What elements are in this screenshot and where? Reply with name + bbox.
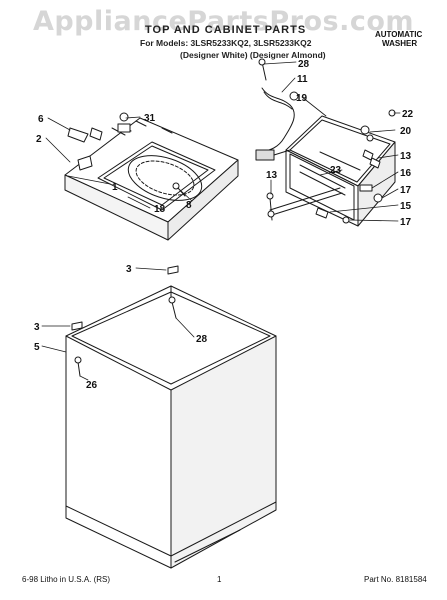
callout-15: 15 — [400, 201, 412, 212]
washer-cabinet — [65, 285, 277, 569]
product-type-line2: WASHER — [382, 39, 418, 48]
screw-top — [258, 58, 267, 81]
callout-17-upper: 17 — [400, 185, 412, 196]
footer-litho: 6-98 Litho in U.S.A. (RS) — [22, 575, 111, 584]
callout-13-left: 13 — [266, 170, 278, 181]
callout-16: 16 — [400, 168, 412, 179]
callout-3-lower: 3 — [34, 322, 40, 333]
callout-13-right: 13 — [400, 151, 412, 162]
callout-1: 1 — [112, 182, 118, 193]
product-type-line1: AUTOMATIC — [375, 30, 423, 39]
watermark: AppliancePartsPros.com — [32, 6, 415, 37]
callout-6: 6 — [38, 114, 44, 125]
hinge-hardware — [67, 112, 131, 171]
footer-page-number: 1 — [217, 575, 222, 584]
front-panel-screw — [74, 356, 82, 377]
callout-11: 11 — [297, 74, 308, 85]
callout-18: 18 — [154, 204, 166, 215]
lid-switch-harness — [255, 87, 299, 161]
model-numbers: For Models: 3LSR5233KQ2, 3LSR5233KQ2 — [140, 38, 312, 48]
callout-5: 5 — [34, 342, 40, 353]
callout-3-upper: 3 — [126, 264, 132, 275]
callout-19: 19 — [296, 93, 308, 104]
callout-20: 20 — [400, 126, 412, 137]
cabinet-clips — [71, 265, 179, 331]
callout-8: 8 — [186, 200, 192, 211]
diagram-title: TOP AND CABINET PARTS — [145, 24, 307, 36]
washer-top-panel — [64, 117, 239, 241]
lid-hardware — [266, 109, 396, 224]
model-variants: (Designer White) (Designer Almond) — [180, 50, 326, 60]
callout-22: 22 — [402, 109, 414, 120]
callout-23: 23 — [330, 165, 342, 176]
callout-17-lower: 17 — [400, 217, 412, 228]
footer-part-number: Part No. 8181584 — [364, 575, 427, 584]
callout-26: 26 — [86, 380, 98, 391]
callout-labels: 6 2 31 28 11 19 22 20 13 16 17 15 17 23 … — [34, 59, 414, 391]
callout-2: 2 — [36, 134, 42, 145]
screw-tub-ring — [172, 182, 186, 197]
leader-lines — [41, 61, 401, 381]
callout-31: 31 — [144, 113, 156, 124]
callout-28-cabinet: 28 — [196, 334, 208, 345]
callout-28-top: 28 — [298, 59, 310, 70]
cabinet-screw — [168, 296, 177, 319]
